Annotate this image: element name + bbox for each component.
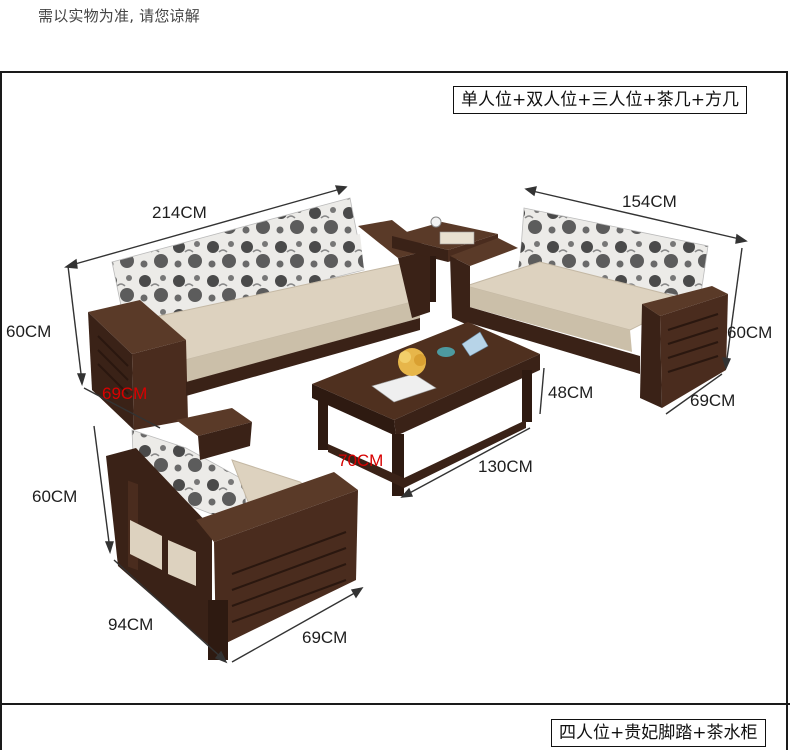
three-seat-sofa — [88, 197, 430, 430]
combo-label-bottom: 四人位+贵妃脚踏+茶水柜 — [551, 719, 766, 747]
dim-table-height: 48CM — [548, 383, 594, 402]
coffee-table — [312, 322, 540, 496]
dim-single-width: 94CM — [108, 615, 154, 634]
disclaimer-note: 需以实物为准, 请您谅解 — [38, 7, 200, 25]
dim-three-seat-height: 60CM — [6, 322, 52, 341]
two-seat-sofa — [450, 207, 728, 408]
dim-single-depth: 69CM — [302, 628, 348, 647]
single-armchair — [106, 408, 358, 660]
product-frame-next — [0, 705, 788, 750]
combo-label-top: 单人位+双人位+三人位+茶几+方几 — [453, 86, 747, 114]
dim-two-seat-height: 60CM — [727, 323, 773, 342]
dim-table-depth: 70CM — [338, 451, 384, 470]
product-frame — [0, 71, 788, 703]
dim-table-width: 130CM — [478, 457, 533, 476]
dim-two-seat-depth: 69CM — [690, 391, 736, 410]
dimension-lines — [64, 185, 748, 664]
dim-two-seat-width: 154CM — [622, 192, 677, 211]
section-divider — [0, 703, 790, 705]
dim-single-height: 60CM — [32, 487, 78, 506]
dim-three-seat-depth: 69CM — [102, 384, 148, 403]
dim-three-seat-width: 214CM — [152, 203, 207, 222]
